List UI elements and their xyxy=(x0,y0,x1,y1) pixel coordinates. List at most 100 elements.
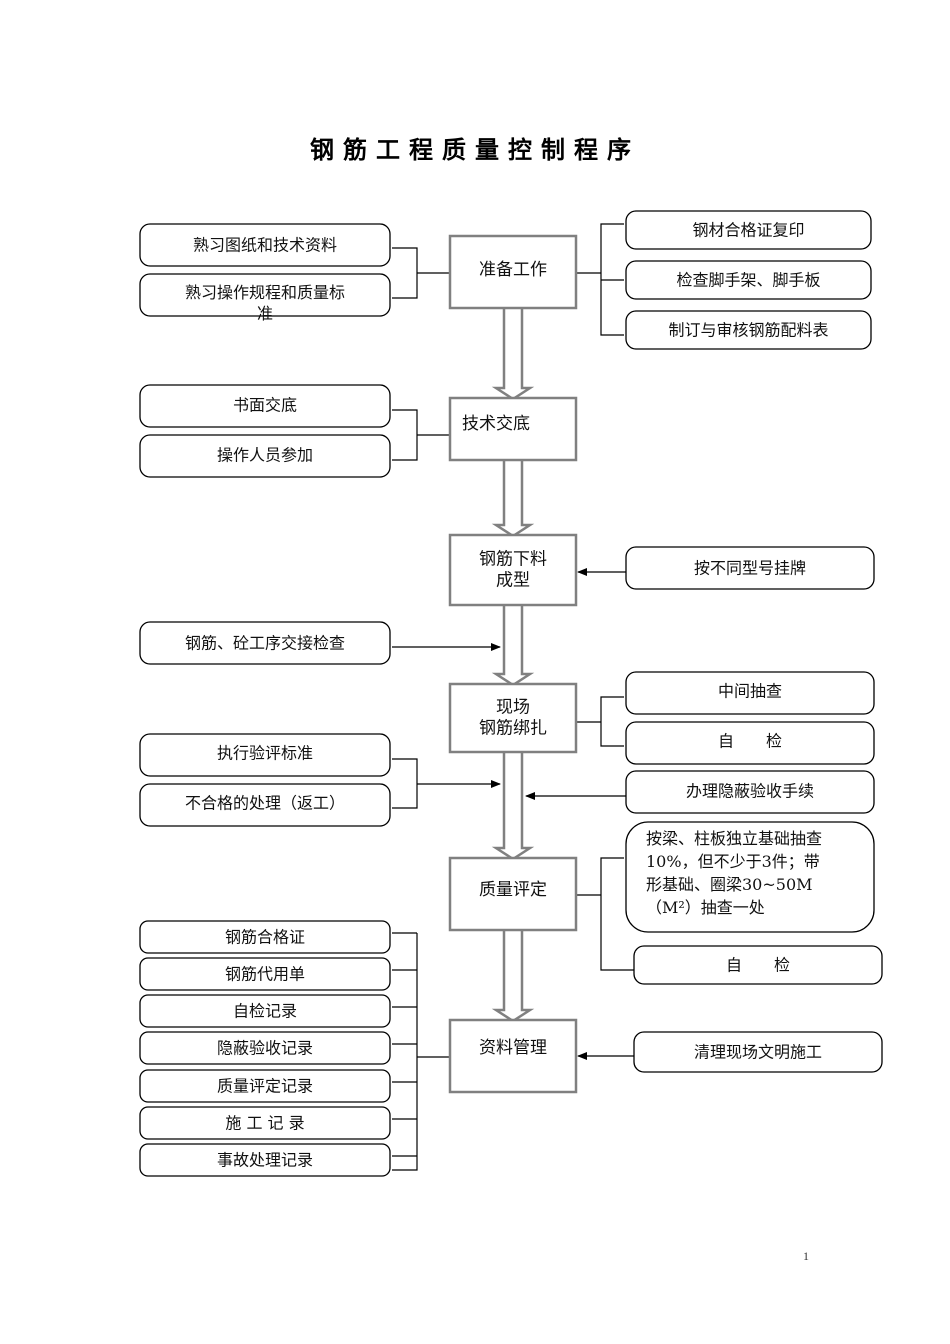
doc-left-6: 事故处理记录 xyxy=(139,1143,391,1177)
page-title: 钢筋工程质量控制程序 xyxy=(310,136,640,164)
note-box xyxy=(139,223,391,267)
bracket-connector xyxy=(392,758,418,809)
note-box xyxy=(139,1106,391,1140)
bracket-connector xyxy=(392,409,418,461)
doc-right-0: 清理现场文明施工 xyxy=(633,1031,883,1073)
flow-arrow xyxy=(491,604,535,687)
bracket-connector xyxy=(392,933,418,1171)
note-box xyxy=(625,546,875,590)
std-left-1: 不合格的处理（返工） xyxy=(139,783,391,827)
doc-left-0: 钢筋合格证 xyxy=(139,920,391,954)
process-box xyxy=(448,1018,578,1094)
flow-arrow xyxy=(491,307,535,401)
node-label-line: 形基础、圈梁30~50M xyxy=(646,875,813,894)
process-box xyxy=(448,396,578,462)
node-label-line: 熟习图纸和技术资料 xyxy=(193,236,337,255)
process-box xyxy=(448,533,578,607)
note-box xyxy=(139,920,391,954)
process-box xyxy=(448,682,578,754)
doc-left-1: 钢筋代用单 xyxy=(139,957,391,991)
process-step-tech-briefing: 技术交底 xyxy=(448,396,578,462)
note-box xyxy=(139,957,391,991)
node-label-line: 资料管理 xyxy=(479,1038,547,1058)
flow-arrow xyxy=(491,459,535,538)
doc-left-4: 质量评定记录 xyxy=(139,1069,391,1103)
node-label-line: 事故处理记录 xyxy=(217,1151,313,1170)
process-step-quality-assessment: 质量评定 xyxy=(448,856,578,932)
node-label-line: 中间抽查 xyxy=(718,682,782,701)
note-box xyxy=(139,994,391,1028)
node-label-line: 10%，但不少于3件；带 xyxy=(646,852,820,871)
node-label-line: 办理隐蔽验收手续 xyxy=(686,782,814,801)
note-box xyxy=(139,1031,391,1065)
note-box xyxy=(633,1031,883,1073)
brief-left-0: 书面交底 xyxy=(139,384,391,428)
process-step-document-management: 资料管理 xyxy=(448,1018,578,1094)
cut-right-0: 按不同型号挂牌 xyxy=(625,546,875,590)
note-box xyxy=(633,945,883,985)
process-box xyxy=(448,856,578,932)
flow-arrow xyxy=(491,751,535,861)
node-label-line: 熟习操作规程和质量标 xyxy=(185,283,345,302)
std-left-0: 执行验评标准 xyxy=(139,733,391,777)
node-label-line: 钢筋、砼工序交接检查 xyxy=(185,634,345,653)
node-label-line: 施 工 记 录 xyxy=(225,1114,304,1133)
doc-left-3: 隐蔽验收记录 xyxy=(139,1031,391,1065)
node-label-line: 钢筋下料 xyxy=(479,550,547,570)
node-label-line: 按梁、柱板独立基础抽查 xyxy=(646,829,822,848)
node-label-line: 准 xyxy=(257,304,273,323)
node-label-line: 钢筋代用单 xyxy=(225,965,305,984)
note-box xyxy=(625,210,872,250)
note-box xyxy=(139,783,391,827)
prep-right-2: 制订与审核钢筋配料表 xyxy=(625,310,872,350)
note-box xyxy=(139,733,391,777)
node-label-line: 制订与审核钢筋配料表 xyxy=(668,321,828,340)
note-box xyxy=(139,384,391,428)
node-label-line: 自检记录 xyxy=(233,1002,297,1021)
node-label-line: 执行验评标准 xyxy=(217,744,313,763)
note-box xyxy=(625,721,875,765)
process-step-prepare: 准备工作 xyxy=(448,234,578,310)
note-box xyxy=(139,1069,391,1103)
note-box xyxy=(625,310,872,350)
note-box xyxy=(139,621,391,665)
brief-left-1: 操作人员参加 xyxy=(139,434,391,478)
note-box xyxy=(625,770,875,814)
node-label-line: 清理现场文明施工 xyxy=(694,1043,822,1062)
process-box xyxy=(448,234,578,310)
assess-right-1: 自 检 xyxy=(633,945,883,985)
node-label-line: 现场 xyxy=(496,698,530,718)
node-label-line: 自 检 xyxy=(718,732,782,751)
node-label-line: （M²）抽查一处 xyxy=(646,898,765,917)
node-label-line: 不合格的处理（返工） xyxy=(185,794,345,813)
bracket-connector xyxy=(392,247,418,299)
node-label-line: 质量评定记录 xyxy=(217,1077,313,1096)
node-label-line: 钢筋绑扎 xyxy=(479,719,547,739)
page-number: 1 xyxy=(803,1249,809,1263)
bracket-connector xyxy=(600,696,624,747)
prep-left-0: 熟习图纸和技术资料 xyxy=(139,223,391,267)
node-label-line: 钢筋合格证 xyxy=(225,928,305,947)
node-label-line: 检查脚手架、脚手板 xyxy=(676,271,820,290)
note-box xyxy=(139,273,391,317)
note-box xyxy=(625,821,875,933)
node-label-line: 准备工作 xyxy=(479,260,547,280)
prep-right-0: 钢材合格证复印 xyxy=(625,210,872,250)
node-label-line: 质量评定 xyxy=(479,880,547,900)
note-box xyxy=(625,671,875,715)
node-label-line: 操作人员参加 xyxy=(217,446,313,465)
handover-left-0: 钢筋、砼工序交接检查 xyxy=(139,621,391,665)
flow-arrow xyxy=(491,929,535,1023)
doc-left-2: 自检记录 xyxy=(139,994,391,1028)
node-label-line: 按不同型号挂牌 xyxy=(694,559,806,578)
node-label-line: 技术交底 xyxy=(462,414,530,434)
node-label-line: 钢材合格证复印 xyxy=(692,221,804,240)
bracket-connector xyxy=(600,857,634,971)
note-box xyxy=(139,434,391,478)
node-label-line: 隐蔽验收记录 xyxy=(217,1039,313,1058)
node-label-line: 成型 xyxy=(496,571,530,591)
prep-right-1: 检查脚手架、脚手板 xyxy=(625,260,872,300)
